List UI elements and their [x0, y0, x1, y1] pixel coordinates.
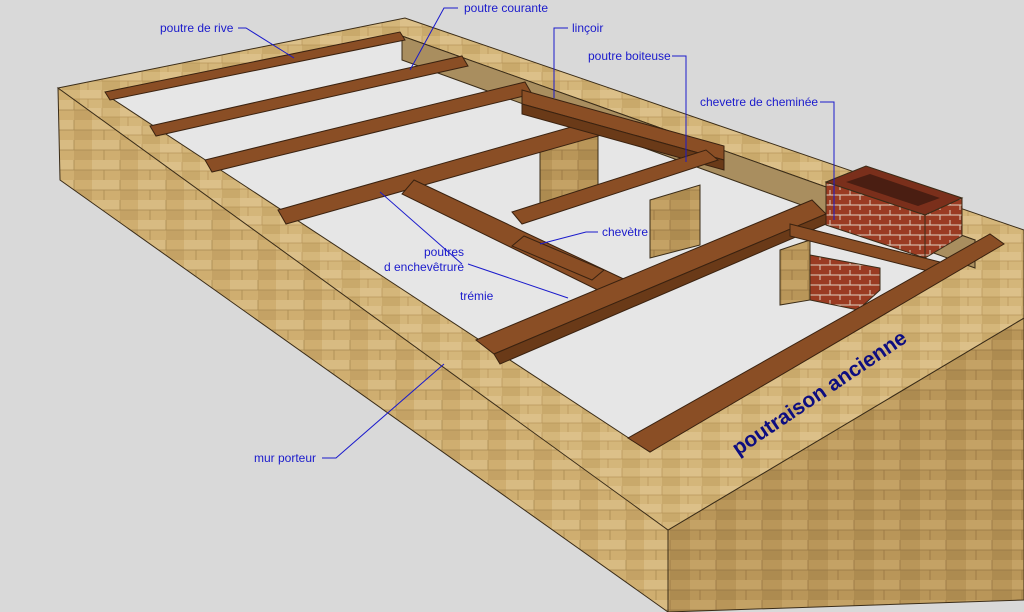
chimney-flue — [846, 174, 940, 206]
leader-mur-porteur — [322, 363, 445, 459]
leader-poutre-courante — [409, 7, 458, 71]
leader-poutres-enchevetrure — [467, 263, 569, 299]
label-chevetre-cheminee: chevetre de cheminée — [700, 95, 818, 109]
beam-enchevetrure-2-side — [493, 213, 827, 365]
beam-chevetre — [511, 235, 605, 281]
label-enchevetrure: d enchevêtrure — [384, 260, 464, 274]
label-chevetre: chevètre — [602, 225, 648, 239]
label-lincoir: linçoir — [572, 21, 603, 35]
leader-poutres-enchevetrure-2 — [379, 191, 463, 265]
beam-poutre-boiteuse — [511, 149, 720, 225]
inner-pier-right — [649, 184, 701, 259]
label-mur-porteur: mur porteur — [254, 451, 316, 465]
leader-poutre-de-rive — [238, 27, 295, 59]
label-poutre-courante: poutre courante — [464, 1, 548, 15]
inner-pier-chimney — [779, 239, 811, 306]
beam-lincoir-side — [521, 103, 725, 171]
leader-chevetre-cheminee — [820, 101, 835, 220]
label-poutre-de-rive: poutre de rive — [160, 21, 234, 35]
beam-poutre-courante-1 — [149, 55, 469, 137]
leader-poutre-boiteuse — [672, 55, 687, 162]
chimney-lower — [809, 254, 881, 311]
beam-poutre-de-rive — [104, 31, 406, 101]
leader-chevetre — [539, 231, 598, 245]
leader-lincoir — [553, 27, 568, 98]
label-poutre-boiteuse: poutre boiteuse — [588, 49, 671, 63]
leader-lines — [238, 7, 835, 459]
label-tremie: trémie — [460, 289, 494, 303]
beam-front-long — [627, 233, 1005, 453]
label-poutres: poutres — [424, 245, 464, 259]
poutres-courantes-group — [104, 31, 606, 225]
